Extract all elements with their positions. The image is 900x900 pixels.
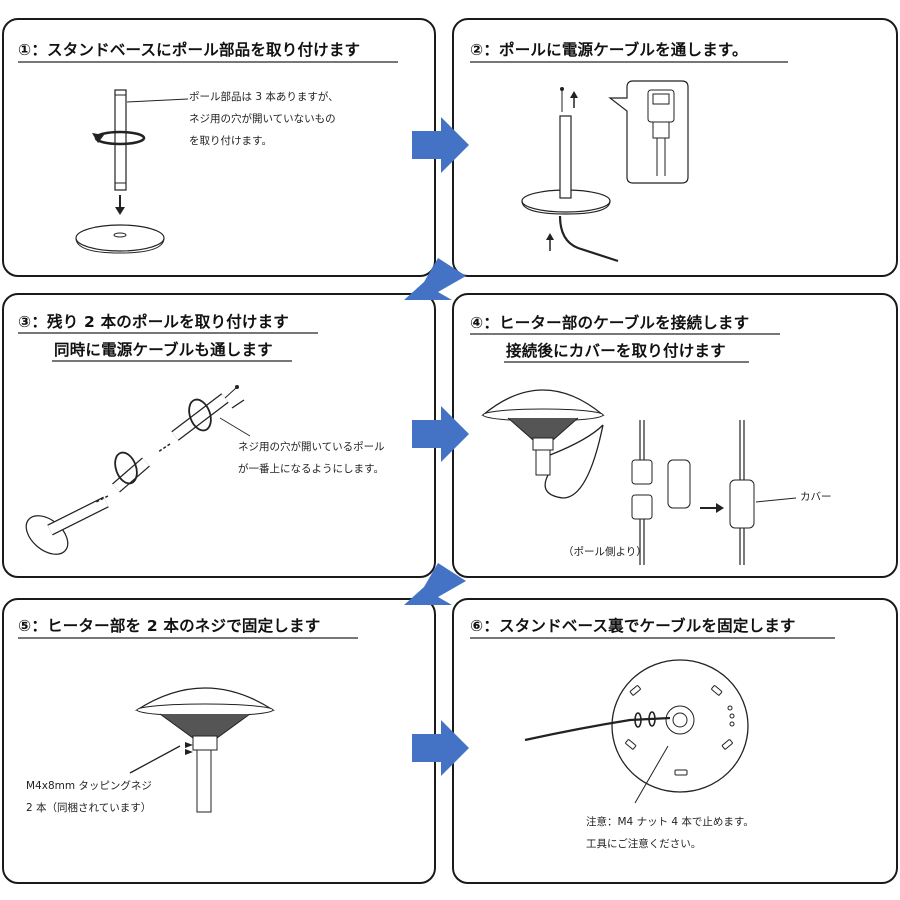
step-3-title-2-underline: [52, 360, 292, 362]
pole: [114, 89, 127, 191]
step-5-panel: [2, 598, 436, 884]
cable: [524, 716, 671, 742]
cover-label: カバー: [800, 491, 832, 503]
step-1-note-line-2: ネジ用の穴が開いていないもの: [189, 113, 336, 125]
arrow-down-left-4-to-5: [404, 563, 466, 605]
pole-side-label: （ポール側より）: [563, 546, 647, 558]
step-4-title: ④：ヒーター部のケーブルを接続します: [470, 314, 750, 332]
step-6-illustration: [524, 659, 749, 804]
step-6-title: ⑥：スタンドベース裏でケーブルを固定します: [470, 617, 796, 635]
arrow-down-left-2-to-3: [404, 258, 466, 300]
step-2-title: ②：ポールに電源ケーブルを通します。: [470, 41, 748, 59]
pole: [559, 115, 572, 199]
screw-arrow-icon: [185, 742, 193, 748]
step-3-note-line-2: が一番上になるようにします。: [238, 463, 384, 475]
arrow-right-3-to-4: [412, 406, 469, 462]
up-arrow-icon: [570, 91, 578, 98]
step-3-note: ネジ用の穴が開いているポール が一番上になるようにします。: [238, 436, 385, 480]
step-3-title-underline: [18, 332, 318, 334]
arrow-right-5-to-6: [412, 720, 469, 776]
step-1-title: ①：スタンドベースにポール部品を取り付けます: [18, 41, 361, 59]
step-5-illustration: [129, 687, 276, 813]
step-4-title-line-2: 接続後にカバーを取り付けます: [506, 342, 726, 360]
step-6-note-line-1: 注意：M4 ナット 4 本で止めます。: [586, 816, 754, 828]
step-4-panel: [452, 293, 898, 578]
step-3-illustration: [25, 385, 251, 555]
step-4-title-2-underline: [504, 361, 749, 363]
cover-part: [667, 459, 691, 509]
down-arrow-icon: [115, 207, 125, 215]
heater-head: [481, 389, 605, 416]
step-3-note-line-1: ネジ用の穴が開いているポール: [238, 441, 385, 453]
step-1-title-underline: [18, 61, 398, 63]
step-5-note-line-2: 2 本（同梱されています）: [26, 802, 152, 814]
step-6-title-underline: [470, 637, 835, 639]
step-5-title: ⑤：ヒーター部を 2 本のネジで固定します: [18, 617, 321, 635]
right-arrow-icon: [716, 503, 724, 513]
step-6-note-line-2: 工具にご注意ください。: [586, 838, 702, 850]
step-2-title-underline: [470, 61, 788, 63]
step-5-note-line-1: M4x8mm タッピングネジ: [26, 780, 152, 792]
step-1-note-line-3: を取り付けます。: [189, 135, 272, 147]
step-1-illustration: [75, 89, 189, 254]
step-3-panel: [2, 293, 436, 578]
step-1-note-line-1: ポール部品は 3 本ありますが、: [189, 91, 339, 103]
up-arrow-icon: [546, 233, 554, 240]
step-5-title-underline: [18, 637, 358, 639]
step-5-note: M4x8mm タッピングネジ 2 本（同梱されています）: [26, 775, 152, 819]
step-4-illustration: [481, 389, 797, 565]
step-2-illustration: [521, 80, 689, 263]
arrow-right-1-to-2: [412, 117, 469, 173]
screw-arrow-icon: [185, 749, 193, 755]
step-3-title: ③：残り 2 本のポールを取り付けます: [18, 313, 290, 331]
step-3-title-line-2: 同時に電源ケーブルも通します: [54, 341, 273, 359]
step-1-note: ポール部品は 3 本ありますが、 ネジ用の穴が開いていないもの を取り付けます。: [189, 86, 339, 152]
step-6-note: 注意：M4 ナット 4 本で止めます。 工具にご注意ください。: [586, 811, 754, 855]
step-4-title-underline: [470, 333, 780, 335]
